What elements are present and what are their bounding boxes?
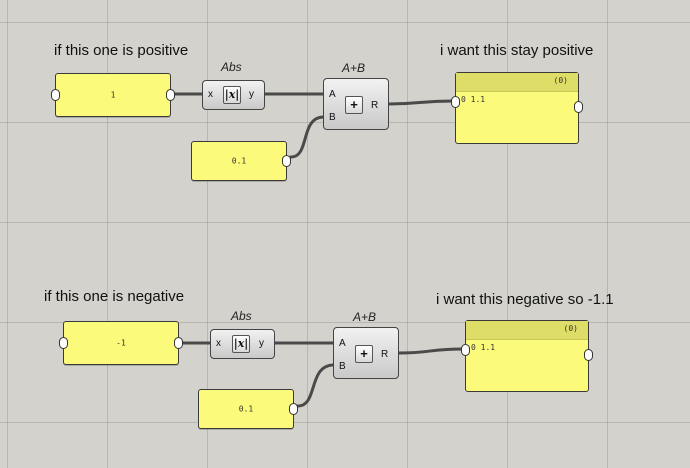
add-bottom-input-b[interactable]: B [339, 361, 346, 372]
offset-panel-bottom-out-grip[interactable] [289, 403, 298, 415]
add-bottom-input-a[interactable]: A [339, 338, 346, 349]
offset-panel-bottom-value: 0.1 [238, 404, 254, 414]
abs-bottom-icon: |x| [232, 335, 250, 353]
input-panel-bottom[interactable]: -1 [59, 321, 183, 365]
offset-panel[interactable]: 0.1 [191, 141, 291, 181]
abs-input-x[interactable]: x [208, 89, 213, 100]
add-output-r[interactable]: R [371, 100, 379, 111]
add-bottom-output-r[interactable]: R [381, 349, 389, 360]
note-positive: if this one is positive [54, 42, 189, 59]
output-panel-bottom-out-grip[interactable] [584, 349, 593, 361]
wire-offset-to-add-b-bottom[interactable] [296, 363, 335, 408]
abs-bottom-output-y[interactable]: y [259, 338, 264, 349]
add-input-a[interactable]: A [329, 89, 336, 100]
add-title-bottom: A+B [353, 310, 377, 324]
wire-offset-to-add-b[interactable] [289, 115, 325, 159]
abs-bottom-input-x[interactable]: x [216, 338, 221, 349]
output-panel-out-grip[interactable] [574, 101, 583, 113]
output-panel-bottom-in-grip[interactable] [461, 344, 470, 356]
plus-icon: + [345, 96, 363, 114]
offset-panel-bottom[interactable]: 0.1 [198, 389, 298, 429]
wire-add-to-output-bottom[interactable] [397, 347, 466, 355]
input-panel-bottom-value: -1 [116, 338, 126, 348]
input-panel[interactable]: 1 [51, 73, 175, 117]
output-panel-row: 0 1.1 [461, 95, 485, 104]
output-panel-in-grip[interactable] [451, 96, 460, 108]
abs-icon: |x| [223, 86, 241, 104]
output-row-index: 0 [461, 95, 466, 104]
output-bottom-row-value: 1.1 [480, 343, 496, 352]
output-row-value: 1.1 [470, 95, 486, 104]
output-bottom-row-index: 0 [471, 343, 476, 352]
abs-component-bottom[interactable]: x |x| y [210, 329, 275, 359]
add-component[interactable]: A B + R [323, 78, 389, 130]
abs-title: Abs [221, 60, 242, 74]
output-panel-bottom-row: 0 1.1 [471, 343, 495, 352]
wire-add-to-output[interactable] [387, 99, 456, 106]
abs-component[interactable]: x |x| y [202, 80, 265, 110]
note-want-negative: i want this negative so -1.1 [436, 291, 614, 308]
abs-title-bottom: Abs [231, 309, 252, 323]
add-component-bottom[interactable]: A B + R [333, 327, 399, 379]
note-negative: if this one is negative [44, 288, 185, 305]
input-panel-out-grip[interactable] [166, 89, 175, 101]
abs-output-y[interactable]: y [249, 89, 254, 100]
add-title: A+B [342, 61, 366, 75]
output-panel[interactable]: (0) 0 1.1 [451, 72, 583, 144]
input-panel-bottom-in-grip[interactable] [59, 337, 68, 349]
offset-panel-out-grip[interactable] [282, 155, 291, 167]
output-panel-bottom[interactable]: (0) 0 1.1 [461, 320, 593, 392]
offset-panel-value: 0.1 [231, 156, 247, 166]
output-panel-bottom-path: (0) [563, 324, 578, 333]
input-panel-bottom-out-grip[interactable] [174, 337, 183, 349]
output-panel-header: (0) [456, 73, 578, 92]
add-input-b[interactable]: B [329, 112, 336, 123]
input-panel-value: 1 [110, 90, 116, 100]
output-panel-bottom-header: (0) [466, 321, 588, 340]
output-panel-path: (0) [553, 76, 568, 85]
input-panel-in-grip[interactable] [51, 89, 60, 101]
plus-icon-bottom: + [355, 345, 373, 363]
note-stay-positive: i want this stay positive [440, 42, 594, 59]
